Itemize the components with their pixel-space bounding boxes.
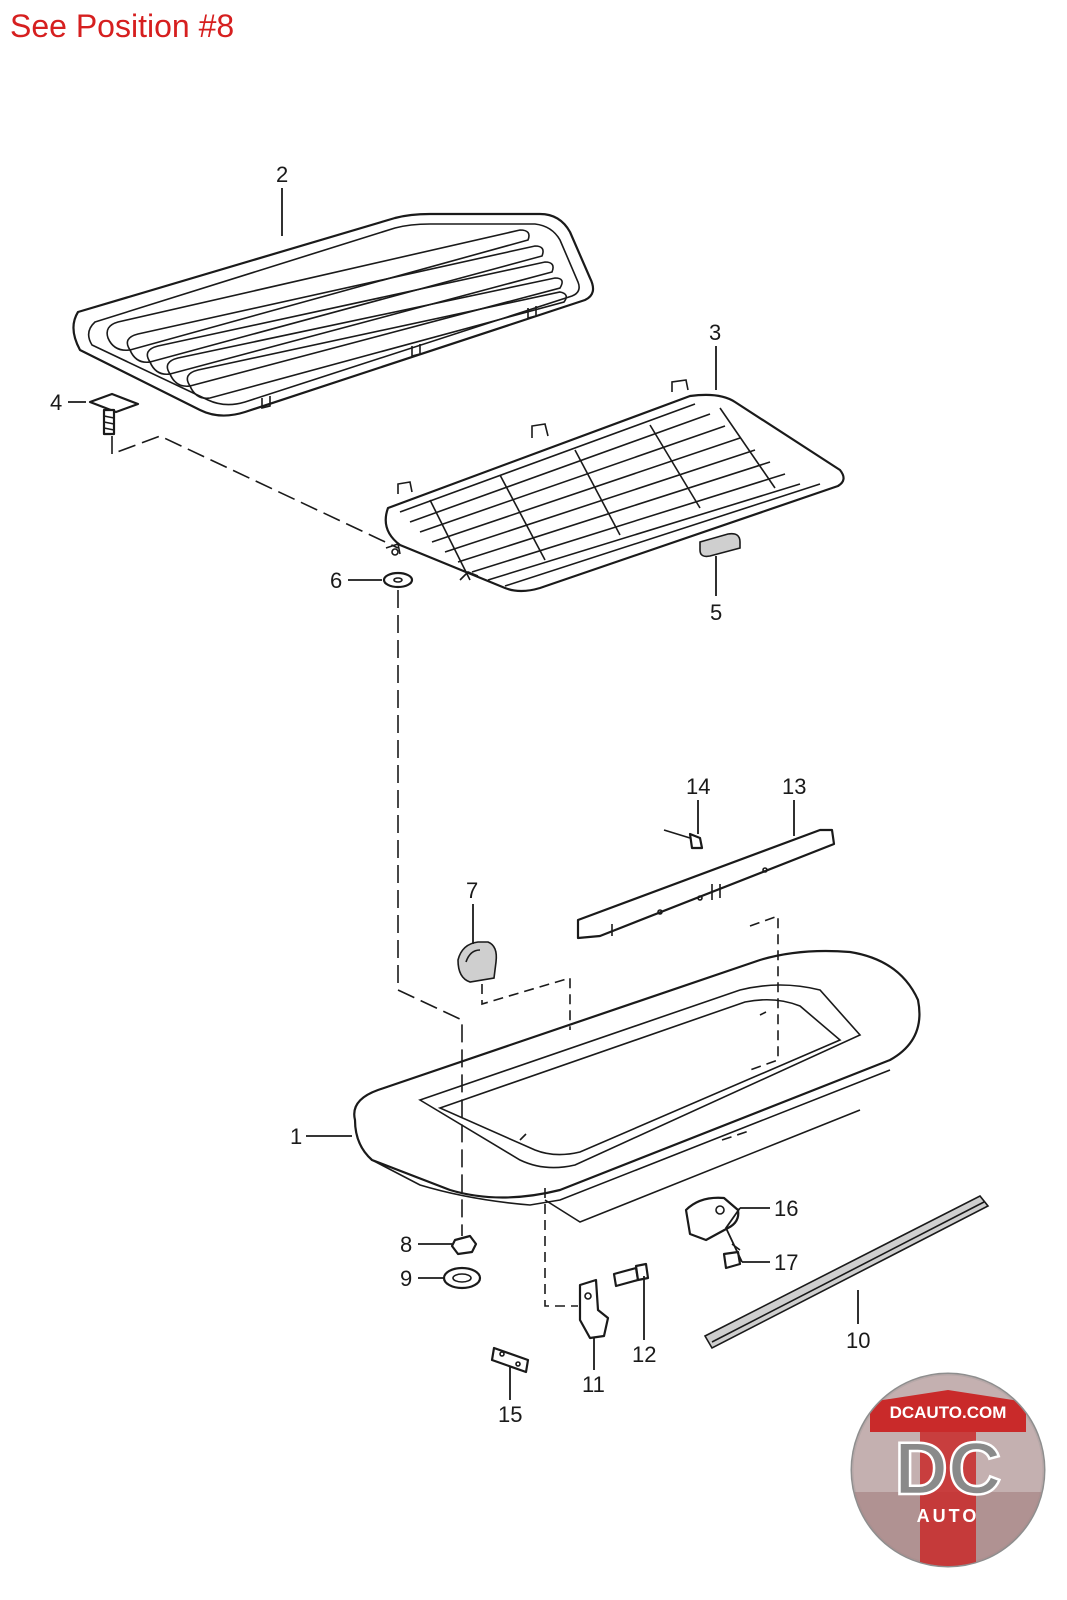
callout-16: 16	[774, 1196, 798, 1221]
callout-2: 2	[276, 162, 288, 187]
callout-6: 6	[330, 568, 342, 593]
part-15-plate	[490, 1346, 530, 1374]
callout-11: 11	[582, 1372, 605, 1397]
part-11-latch-bracket	[578, 1278, 610, 1340]
part-2-grille-cover	[72, 212, 595, 417]
watermark-site: DCAUTO.COM	[890, 1403, 1007, 1422]
callout-3: 3	[709, 320, 721, 345]
part-16-hinge-bracket	[684, 1196, 740, 1242]
assembly-lines	[111, 435, 779, 1307]
part-12-bolt	[612, 1262, 650, 1288]
part-9-grommet	[442, 1266, 482, 1290]
callout-17: 17	[774, 1250, 798, 1275]
callout-13: 13	[782, 774, 806, 799]
callout-9: 9	[400, 1266, 412, 1291]
part-13-strip	[576, 828, 836, 940]
callout-leaders	[68, 188, 859, 1400]
callout-labels: 1 2 3 4 5 6 7 8 9 10 11 12 13 14 15 16 1…	[50, 162, 870, 1427]
diagram-header: See Position #8	[10, 8, 235, 44]
part-8-nut	[450, 1234, 478, 1256]
callout-12: 12	[632, 1342, 656, 1367]
callout-14: 14	[686, 774, 710, 799]
watermark-logo: DC	[895, 1427, 1002, 1510]
part-17-small-bolt	[722, 1243, 742, 1270]
part-5-foam-pad	[699, 532, 741, 558]
callout-4: 4	[50, 390, 62, 415]
part-14-pin	[663, 829, 704, 850]
callout-5: 5	[710, 600, 722, 625]
part-10-seal-strip	[703, 1194, 990, 1350]
callout-8: 8	[400, 1232, 412, 1257]
callout-7: 7	[466, 878, 478, 903]
part-4-clip-screw	[88, 392, 140, 436]
part-7-bump-stop	[457, 941, 498, 983]
callout-10: 10	[846, 1328, 870, 1353]
dcauto-watermark-logo: DCAUTO.COM DC AUTO	[850, 1372, 1046, 1568]
callout-1: 1	[290, 1124, 302, 1149]
part-6-washer	[382, 571, 414, 589]
callout-15: 15	[498, 1402, 522, 1427]
part-3-louver-grille	[384, 379, 845, 593]
watermark-sub: AUTO	[917, 1506, 980, 1526]
part-1-shell-frame	[353, 949, 921, 1223]
